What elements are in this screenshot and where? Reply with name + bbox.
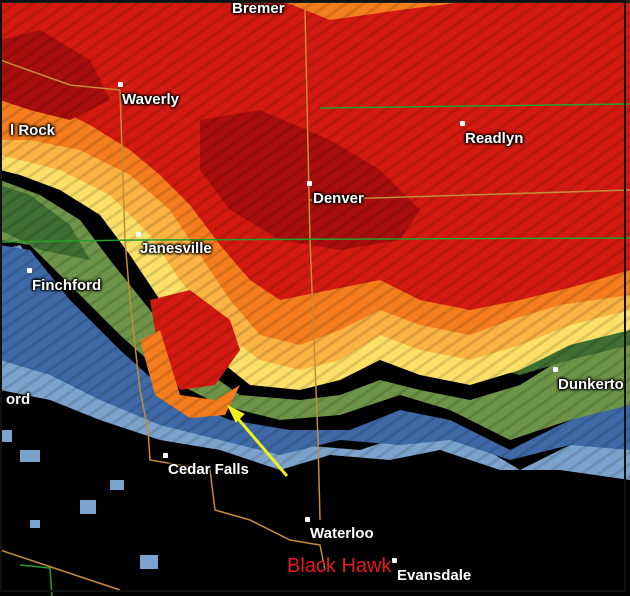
town-dot-dunkerton [553,367,558,372]
town-label-waverly: Waverly [122,91,179,108]
town-dot-evansdale [392,558,397,563]
town-label-finchford: Finchford [32,277,102,294]
town-label-bremer: Bremer [232,0,285,17]
hook-echo-arrow [226,404,289,477]
town-dot-denver [307,181,312,186]
town-label-denver: Denver [313,190,364,207]
town-label-cedar-falls: Cedar Falls [168,461,249,478]
town-label-rock: l Rock [10,122,56,139]
county-lines [0,9,630,591]
town-label-dunkerton: Dunkerto [558,376,624,393]
town-label-janesville: Janesville [140,240,212,257]
town-label-evansdale: Evansdale [397,567,472,584]
scattered-echoes [0,430,158,569]
town-dot-waverly [118,82,123,87]
town-dot-waterloo [305,517,310,522]
town-dot-finchford [27,268,32,273]
town-label-readlyn: Readlyn [465,130,524,147]
town-dot-readlyn [460,121,465,126]
town-label-waterloo: Waterloo [310,525,374,542]
town-dot-janesville [136,232,141,237]
town-label-ford: ord [6,391,31,408]
boundary-lines [0,103,630,596]
town-dot-cedar-falls [163,453,168,458]
county-label-black-hawk: Black Hawk [287,555,392,577]
